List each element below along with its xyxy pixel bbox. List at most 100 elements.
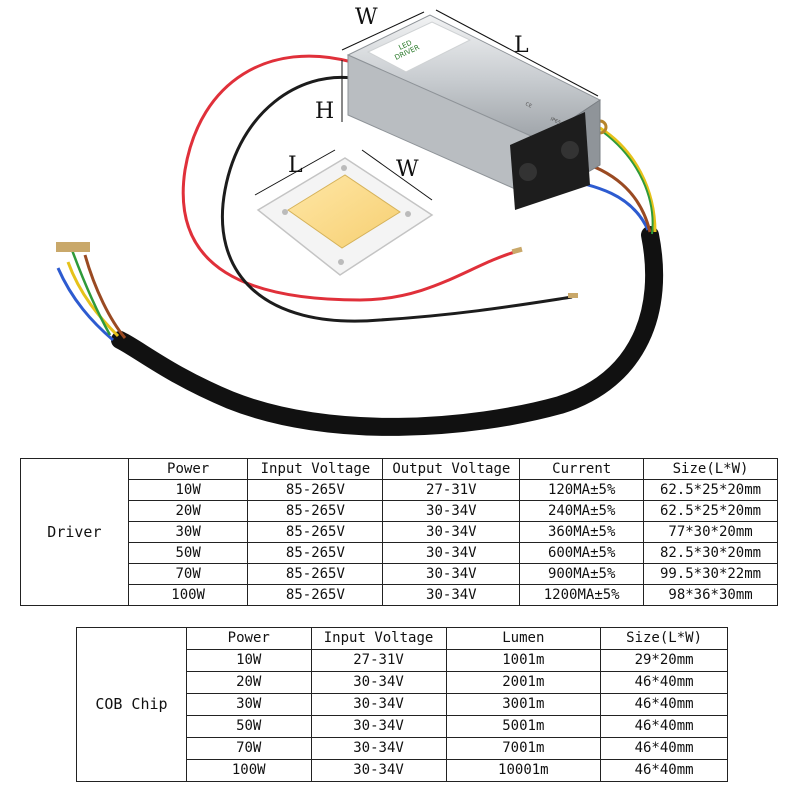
table-cell: 30-34V	[310, 759, 447, 782]
table-cell: 100W	[185, 759, 312, 782]
column-header: Current	[519, 458, 645, 480]
red-wire	[181, 54, 516, 302]
table-cell: 62.5*25*20mm	[643, 500, 778, 522]
table-cell: 85-265V	[247, 563, 384, 585]
driver-dimension-l: L	[514, 33, 529, 58]
table-cell: 900MA±5%	[519, 563, 645, 585]
table-cell: 600MA±5%	[519, 542, 645, 564]
table-cell: 240MA±5%	[519, 500, 645, 522]
table-cell: 30-34V	[382, 542, 521, 564]
table-cell: 10001m	[445, 759, 602, 782]
table-cell: 46*40mm	[600, 759, 728, 782]
table-cell: 30-34V	[310, 671, 447, 694]
table-cell: 27-31V	[310, 649, 447, 672]
table-cell: 30W	[185, 693, 312, 716]
table-cell: 100W	[127, 584, 249, 606]
cob-chip	[256, 157, 434, 276]
column-header: Input Voltage	[247, 458, 384, 480]
table-cell: 10W	[185, 649, 312, 672]
table-cell: 1200MA±5%	[519, 584, 645, 606]
table-cell: 3001m	[445, 693, 602, 716]
blue-wire-left	[56, 267, 114, 342]
table-group-label: Driver	[20, 458, 129, 606]
table-cell: 85-265V	[247, 479, 384, 501]
column-header: Output Voltage	[382, 458, 521, 480]
table-cell: 98*36*30mm	[643, 584, 778, 606]
chip-dim-line-l	[254, 149, 336, 196]
table-cell: 7001m	[445, 737, 602, 760]
table-cell: 85-265V	[247, 500, 384, 522]
wire-tips-left	[56, 242, 90, 252]
yellow-wire-right	[599, 126, 657, 233]
table-cell: 30-34V	[382, 521, 521, 543]
table-cell: 30-34V	[382, 563, 521, 585]
table-cell: 99.5*30*22mm	[643, 563, 778, 585]
table-cell: 46*40mm	[600, 715, 728, 738]
table-cell: 50W	[127, 542, 249, 564]
chip-dim-line-w	[361, 149, 433, 201]
column-header: Lumen	[445, 627, 602, 650]
table-group-label: COB Chip	[76, 627, 187, 782]
table-cell: 120MA±5%	[519, 479, 645, 501]
table-cell: 5001m	[445, 715, 602, 738]
yellow-wire-left	[66, 261, 120, 338]
table-cell: 20W	[127, 500, 249, 522]
ip-rating: IP65	[549, 116, 561, 126]
table-cell: 29*20mm	[600, 649, 728, 672]
column-header: Input Voltage	[310, 627, 447, 650]
table-cell: 70W	[185, 737, 312, 760]
table-cell: 20W	[185, 671, 312, 694]
table-cell: 30-34V	[310, 715, 447, 738]
table-cell: 30-34V	[382, 500, 521, 522]
black-wire	[220, 75, 573, 323]
table-cell: 10W	[127, 479, 249, 501]
brown-wire-left	[83, 254, 127, 339]
table-cell: 30-34V	[382, 584, 521, 606]
ce-mark: CE	[524, 101, 533, 109]
dim-line-l	[435, 9, 599, 97]
column-header: Size(L*W)	[643, 458, 778, 480]
driver-dimension-h: H	[315, 99, 334, 124]
table-cell: 46*40mm	[600, 737, 728, 760]
table-cell: 30W	[127, 521, 249, 543]
table-cell: 2001m	[445, 671, 602, 694]
green-wire-right	[602, 131, 654, 235]
table-cell: 360MA±5%	[519, 521, 645, 543]
black-wire-tip	[568, 293, 578, 298]
table-cell: 70W	[127, 563, 249, 585]
table-cell: 46*40mm	[600, 693, 728, 716]
table-cell: 46*40mm	[600, 671, 728, 694]
main-cable	[111, 226, 664, 436]
table-cell: 77*30*20mm	[643, 521, 778, 543]
table-cell: 85-265V	[247, 542, 384, 564]
red-wire-tip	[511, 246, 523, 255]
table-cell: 82.5*30*20mm	[643, 542, 778, 564]
chip-dimension-w: W	[396, 157, 419, 182]
table-cell: 1001m	[445, 649, 602, 672]
table-cell: 85-265V	[247, 521, 384, 543]
table-cell: 62.5*25*20mm	[643, 479, 778, 501]
driver-dimension-w: W	[355, 5, 378, 30]
table-cell: 85-265V	[247, 584, 384, 606]
table-cell: 27-31V	[382, 479, 521, 501]
column-header: Size(L*W)	[600, 627, 728, 650]
table-cell: 30-34V	[310, 693, 447, 716]
table-cell: 50W	[185, 715, 312, 738]
green-wire-left	[70, 249, 112, 336]
chip-dimension-l: L	[288, 153, 303, 178]
driver-housing: LED DRIVER CE IP65	[346, 14, 601, 210]
